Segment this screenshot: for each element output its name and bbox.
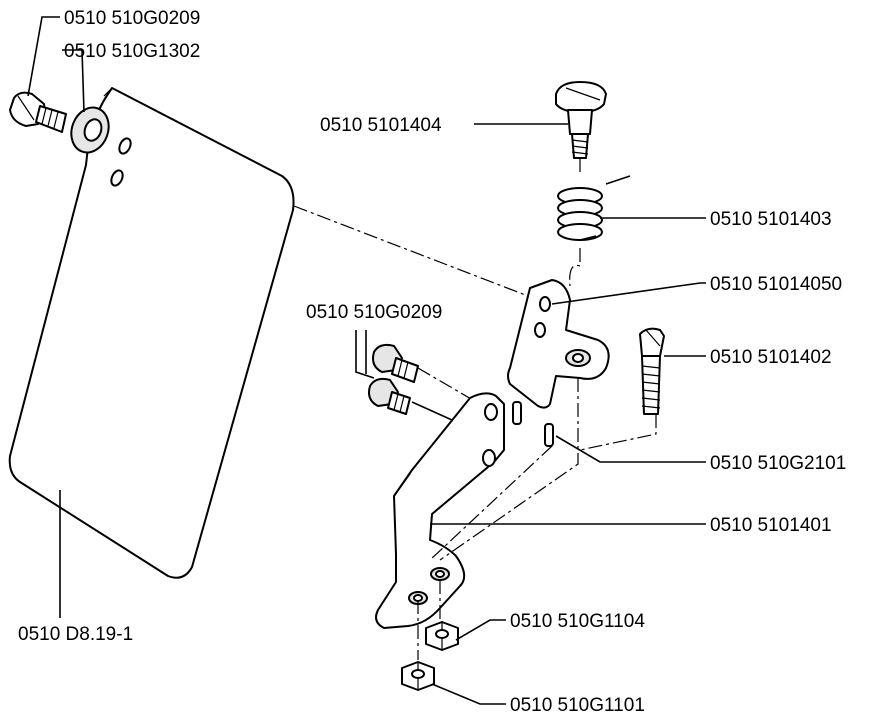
label-nut-upper: 0510 510G1104 (510, 611, 645, 632)
label-bracket: 0510 51014050 (710, 274, 842, 295)
bracket-part (507, 279, 610, 409)
label-spring: 0510 5101403 (710, 209, 832, 230)
spring-part (557, 175, 631, 241)
threaded-pin-part (639, 327, 665, 415)
dowel-pins-part (512, 401, 554, 447)
label-nut-lower: 0510 510G1101 (510, 695, 645, 716)
plate-part (8, 87, 295, 579)
plate-screw-part (9, 91, 67, 133)
lever-part (375, 392, 505, 629)
label-plate: 0510 D8.19-1 (18, 624, 133, 645)
washer-part (70, 106, 110, 154)
label-threaded-pin: 0510 5101402 (710, 347, 832, 368)
label-screws-lever: 0510 510G0209 (306, 302, 442, 323)
lever-screws-part (368, 343, 419, 415)
nut-lower-part (401, 661, 435, 691)
nut-upper-part (425, 621, 459, 651)
label-lever: 0510 5101401 (710, 515, 832, 536)
label-stud: 0510 5101404 (320, 115, 442, 136)
label-washer: 0510 510G1302 (64, 41, 200, 62)
label-dowel-pins: 0510 510G2101 (710, 453, 846, 474)
stud-part (555, 81, 607, 159)
label-screw-plate: 0510 510G0209 (64, 8, 200, 29)
